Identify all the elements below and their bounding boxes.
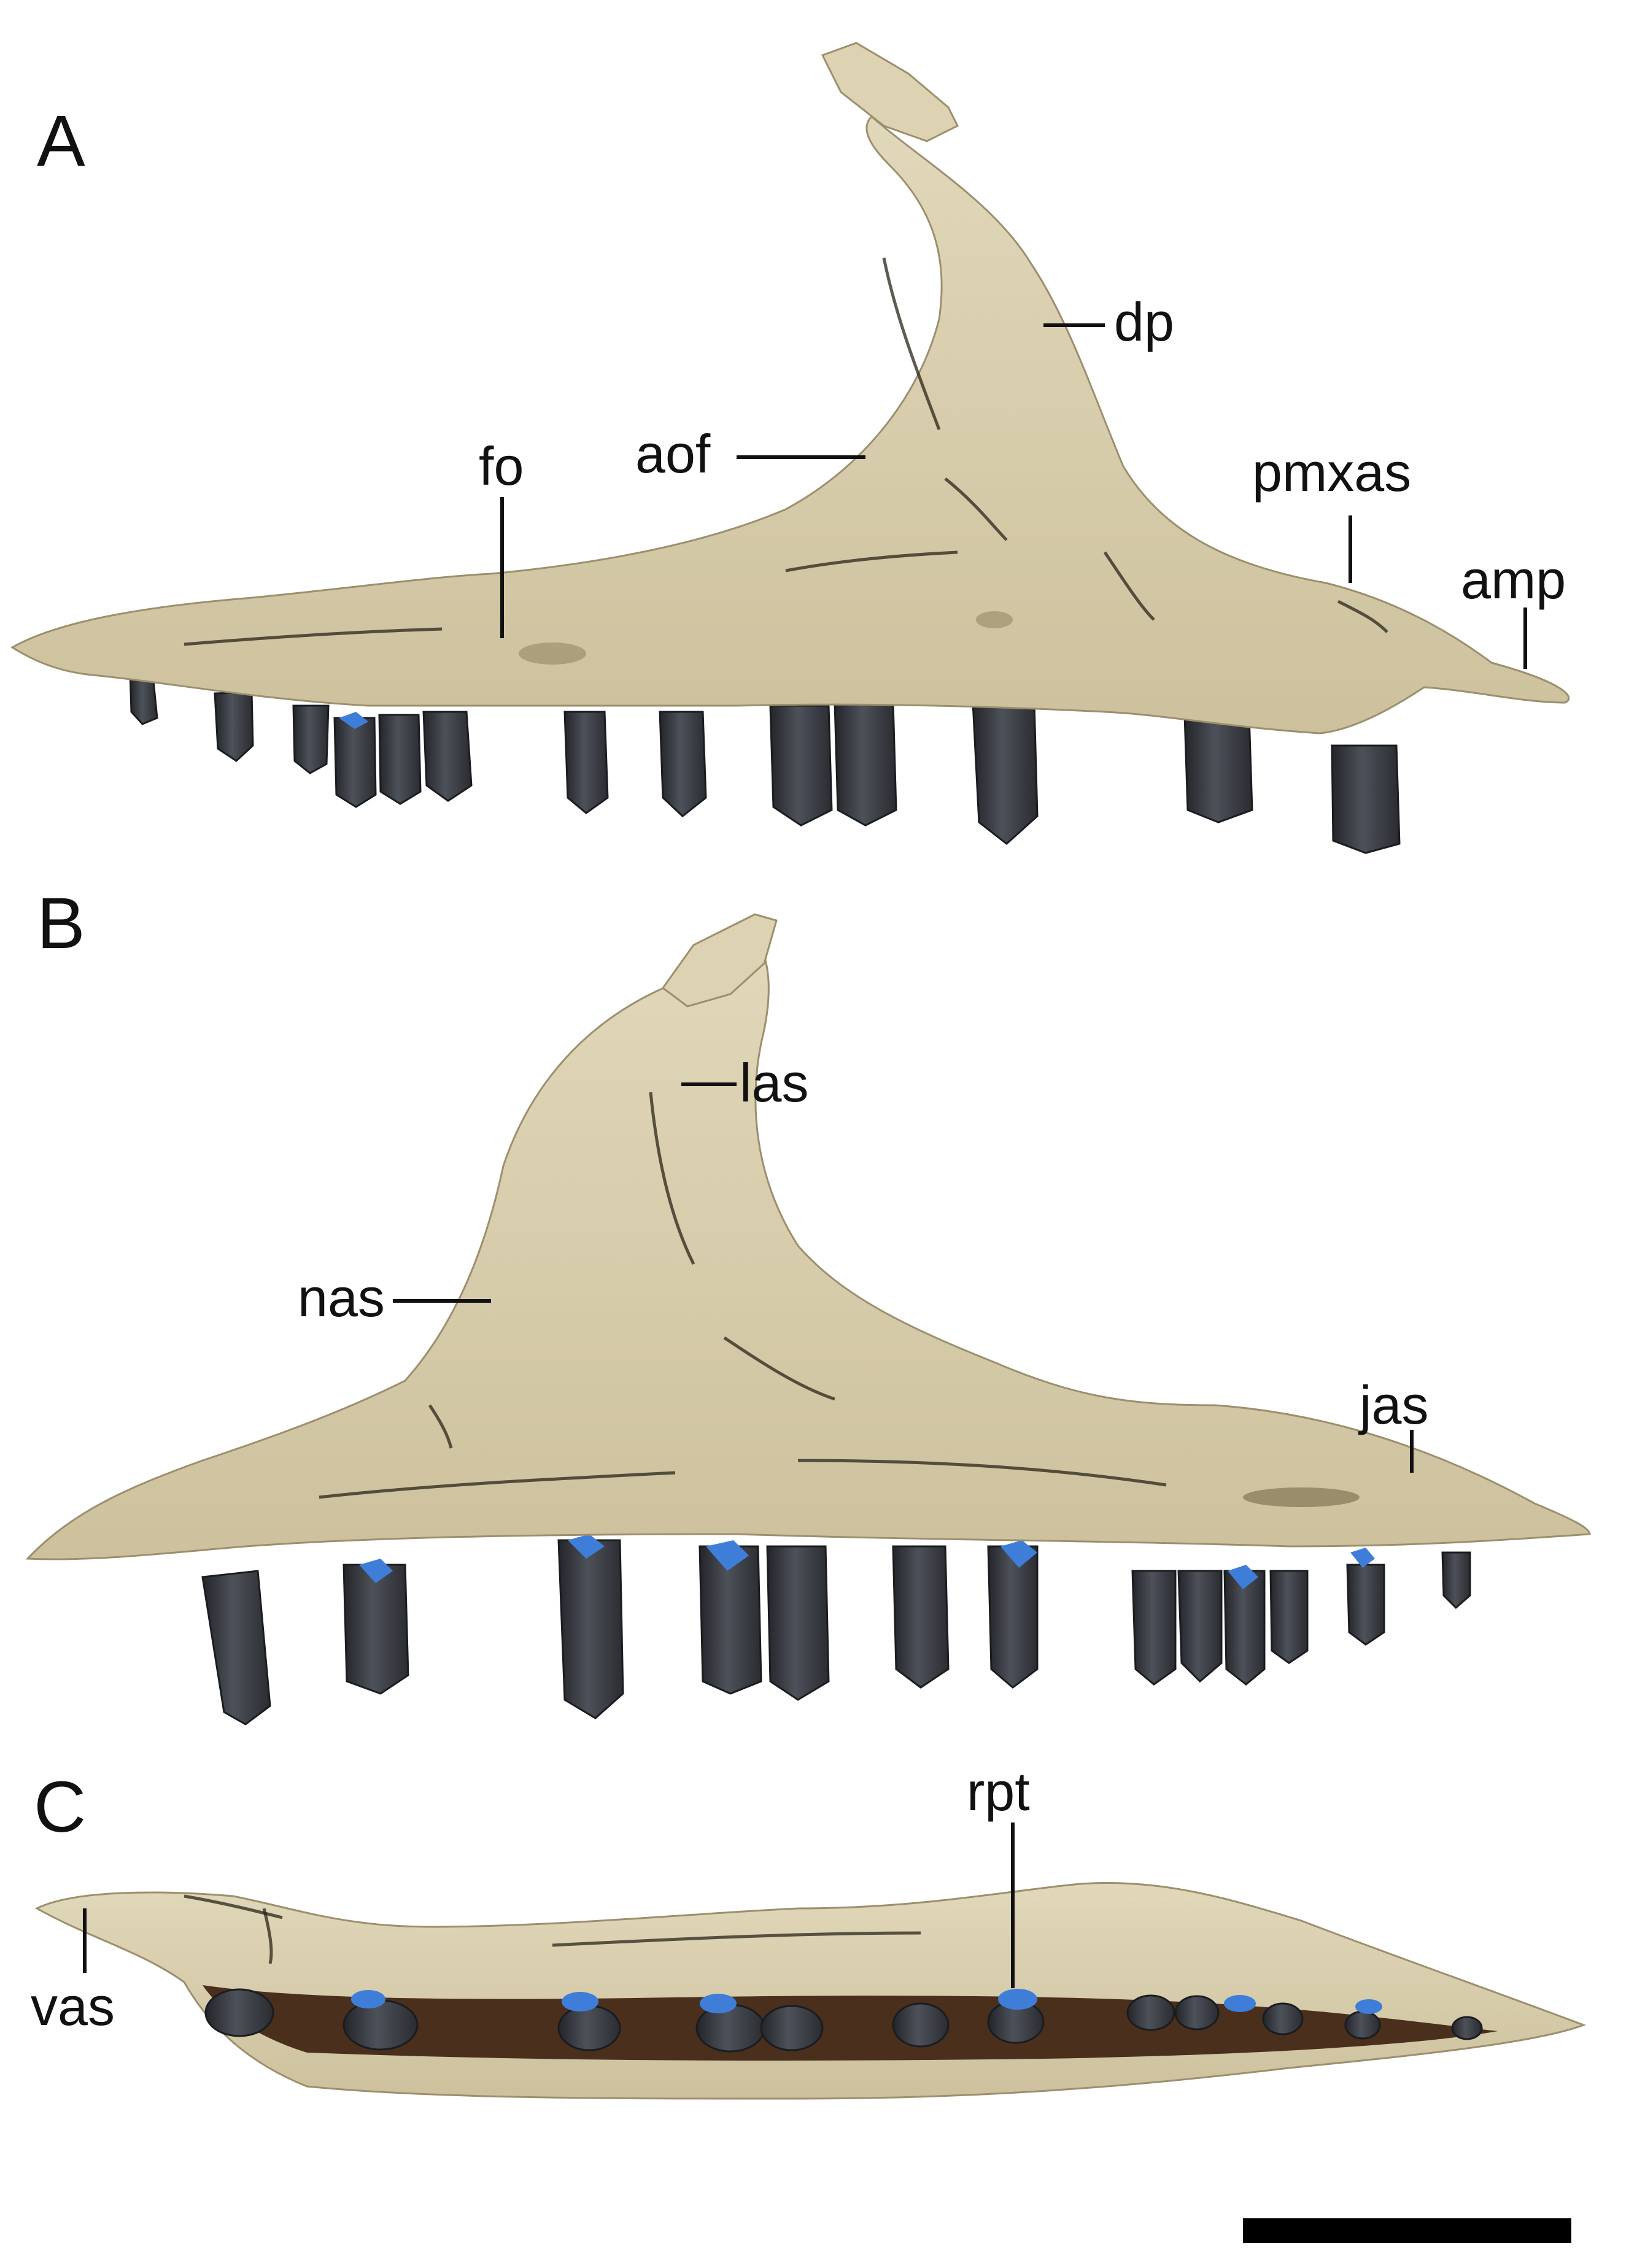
tooth [563,711,609,814]
tooth [1269,1570,1309,1664]
maxilla-medial-body [25,937,1591,1560]
tooth [766,1545,830,1701]
tooth [557,2005,621,2051]
replacement-tooth [1355,1999,1382,2014]
maxilla-lateral-body [10,115,1570,735]
tooth [834,701,897,827]
tooth [557,1539,624,1719]
tooth [342,1564,409,1695]
tooth [1441,1551,1471,1610]
tooth [292,704,330,774]
dorsal-process-fragment [821,42,959,142]
tooth [1331,744,1401,854]
tooth [1262,2002,1304,2035]
panel-b-letter: B [37,883,85,964]
label-jas: jas [1358,1375,1429,1435]
replacement-tooth [1228,1565,1258,1589]
foramen-shadow [519,642,586,665]
tooth [699,1545,762,1695]
tooth [1131,1570,1177,1686]
panel-a-cracks [184,257,1388,665]
tooth [892,1545,950,1689]
dorsal-process-fragment [661,913,778,1008]
tooth [214,691,254,762]
tooth [204,1988,274,2037]
panel-b-teeth [201,1534,1471,1726]
replacement-tooth [1224,1995,1256,2012]
tooth [987,1545,1039,1689]
tooth [659,711,707,817]
tooth [201,1570,271,1726]
label-pmxas: pmxas [1252,442,1411,503]
label-vas: vas [31,1976,115,2037]
panel-a: A [10,42,1570,854]
tooth [1223,1570,1266,1686]
panel-c-cracks [184,1894,921,1964]
tooth [760,2005,824,2051]
replacement-tooth [568,1534,605,1559]
replacement-tooth [1350,1548,1375,1568]
label-amp: amp [1461,549,1566,610]
tooth [342,1999,419,2051]
replacement-tooth [706,1540,749,1571]
groove-shadow [1243,1487,1360,1507]
tooth [378,714,422,805]
label-rpt: rpt [967,1761,1030,1822]
panel-a-teeth [129,668,1401,854]
replacement-tooth [998,1989,1037,2010]
panel-c-teeth [204,1988,1483,2053]
label-dp: dp [1114,291,1174,352]
replacement-tooth [339,712,368,729]
replacement-tooth [700,1994,737,2013]
label-fo: fo [479,436,524,496]
panel-a-letter: A [37,101,85,182]
tooth [1346,1564,1385,1646]
tooth [1174,1995,1220,2031]
foramen-shadow [976,611,1013,628]
panel-c-letter: C [34,1767,86,1848]
tooth [769,704,833,827]
tooth [892,2002,950,2048]
label-las: las [740,1052,809,1113]
label-nas: nas [298,1267,385,1328]
tooth [422,711,473,802]
label-aof: aof [635,423,711,484]
tooth [695,2004,765,2053]
tooth [1344,2010,1381,2040]
tooth [333,717,377,808]
tooth [1126,1994,1175,2031]
replacement-tooth [359,1559,393,1583]
replacement-tooth [562,1992,598,2012]
scale-bar [1243,2218,1571,2243]
tooth [1177,1570,1223,1683]
alveolar-cavity [203,1985,1498,2061]
replacement-tooth [351,1990,385,2008]
tooth [1451,2016,1483,2040]
replacement-tooth [1000,1540,1037,1568]
tooth [1183,714,1253,824]
panel-c: C [31,1761,1587,2100]
panel-b: B [25,883,1591,1726]
panel-b-cracks [319,1092,1360,1507]
tooth [972,701,1039,845]
